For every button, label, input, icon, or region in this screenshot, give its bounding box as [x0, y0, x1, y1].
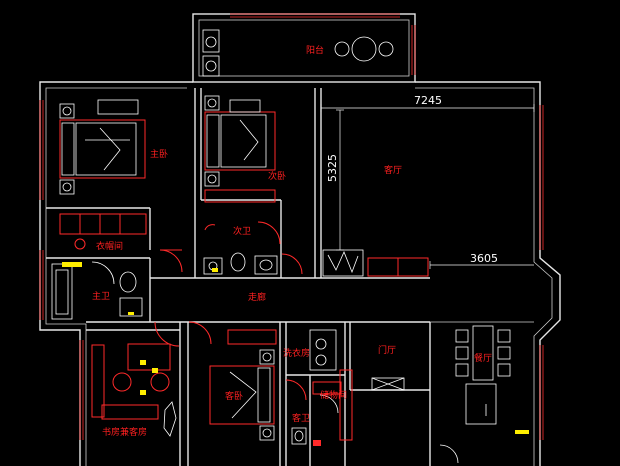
dining-furniture — [455, 325, 529, 434]
master-bedroom-furniture — [59, 99, 147, 250]
label-study: 书房兼客房 — [102, 426, 147, 438]
living-room-furniture — [322, 249, 429, 277]
label-second-bedroom: 次卧 — [268, 170, 286, 182]
room-labels: 阳台 主卧 次卧 客厅 衣帽间 次卫 主卫 走廊 门厅 餐厅 书房兼客房 客卧 … — [92, 44, 492, 438]
label-living-room: 客厅 — [384, 164, 402, 176]
label-balcony: 阳台 — [306, 44, 324, 56]
label-guest-bath: 客卫 — [292, 412, 310, 424]
windows — [39, 13, 544, 440]
balcony-furniture — [202, 29, 394, 77]
label-master-bedroom: 主卧 — [150, 148, 168, 160]
label-corridor: 走廊 — [248, 291, 266, 303]
label-storage: 储物间 — [320, 389, 347, 401]
dimension-lines — [320, 104, 535, 269]
label-second-bath: 次卫 — [233, 225, 251, 237]
label-guest-bedroom: 客卧 — [225, 390, 243, 402]
second-bedroom-furniture — [204, 95, 276, 203]
interior-walls — [46, 88, 431, 466]
study-furniture — [91, 343, 177, 437]
service-fixtures — [291, 329, 405, 446]
label-foyer: 门厅 — [378, 344, 396, 356]
second-bath-fixtures — [203, 224, 278, 275]
label-cloakroom: 衣帽间 — [96, 240, 123, 252]
dimension-labels: 7245 5325 3605 — [326, 94, 498, 265]
dim-living-width: 7245 — [414, 94, 442, 107]
label-dining: 餐厅 — [474, 352, 492, 364]
exterior-walls — [39, 13, 561, 466]
dim-side-width: 3605 — [470, 252, 498, 265]
label-laundry: 洗衣房 — [283, 347, 310, 359]
doors — [91, 221, 459, 464]
label-master-bath: 主卫 — [92, 290, 110, 302]
guest-bedroom-furniture — [209, 329, 277, 441]
master-bath-fixtures — [51, 262, 143, 320]
dim-living-depth: 5325 — [326, 154, 339, 182]
